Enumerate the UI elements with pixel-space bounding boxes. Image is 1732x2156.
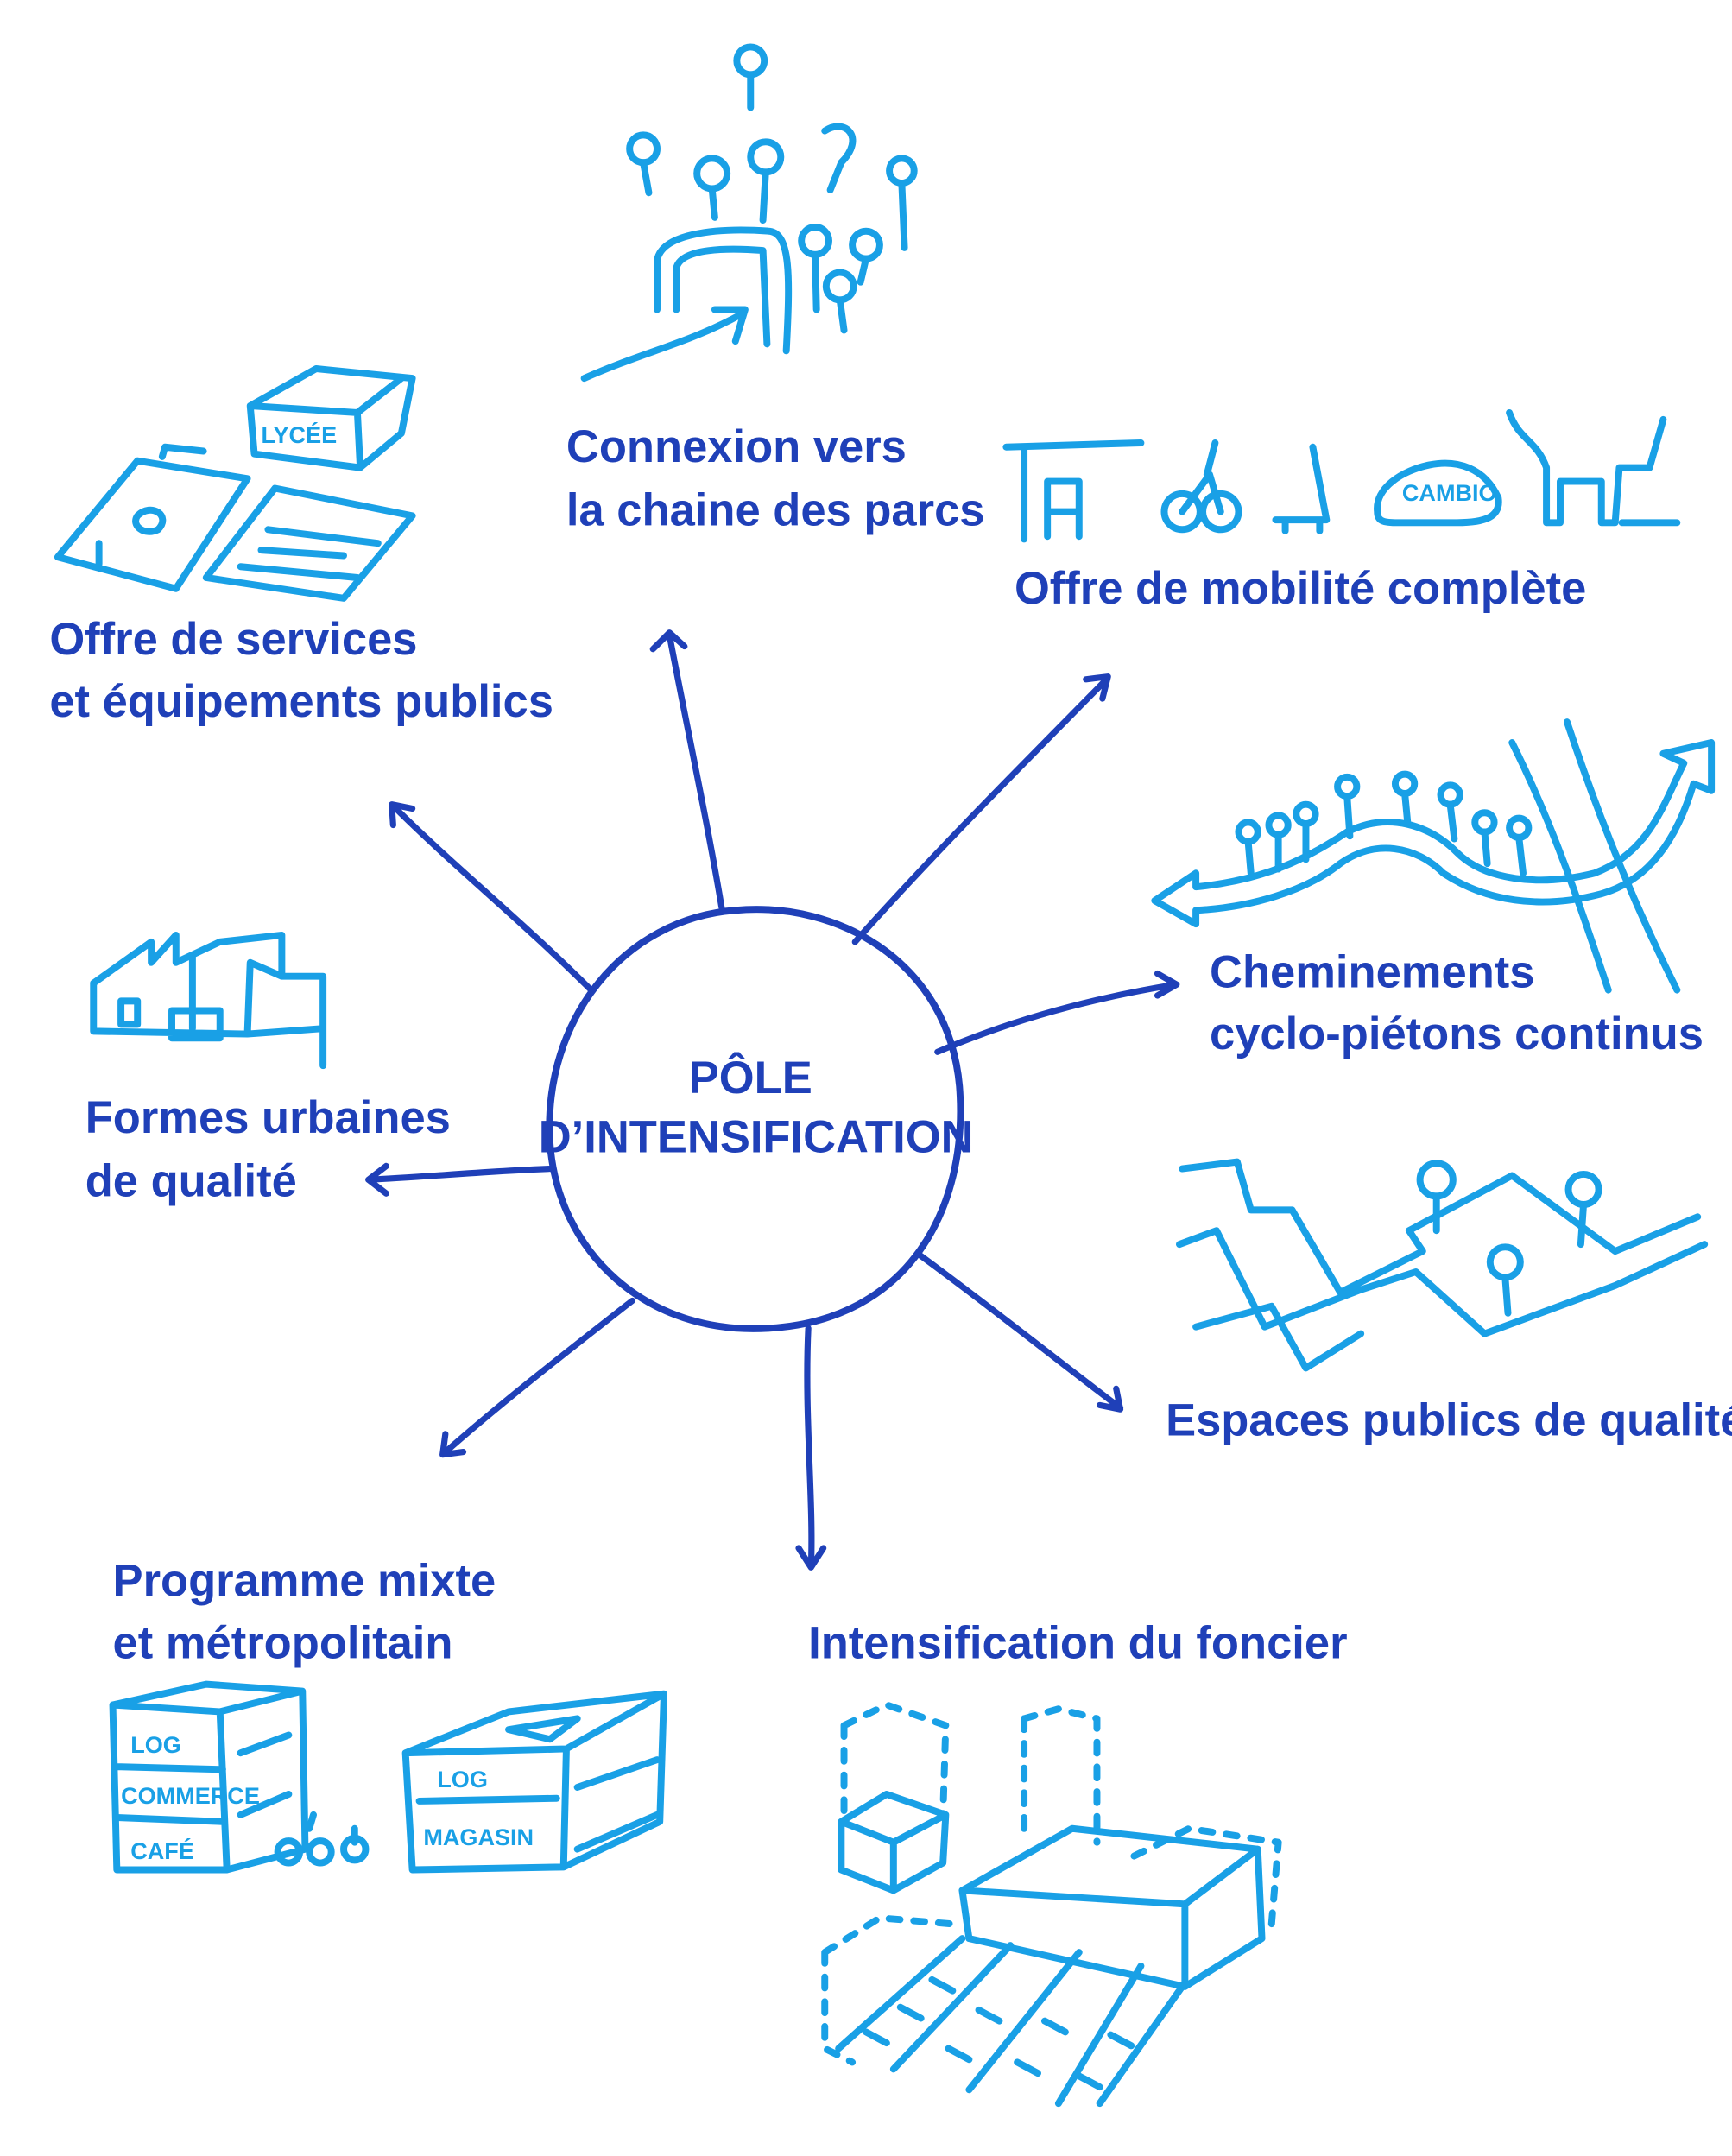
branch-labels: Connexion vers la chaine des parcs Offre… (49, 421, 1732, 1668)
sketch-paths (1151, 718, 1716, 994)
arrow-cheminements (934, 970, 1180, 1055)
arrow-programme (439, 1297, 635, 1458)
sketch-text-cambio: CAMBIO (1402, 480, 1497, 506)
sketch-services: LYCÉE (54, 365, 416, 602)
sketch-text-lycee: LYCÉE (261, 421, 337, 448)
sketch-land-intensification (821, 1701, 1282, 2108)
label-formes-2: de qualité (85, 1155, 297, 1206)
arrow-mobilite (851, 673, 1111, 945)
sketch-urban-forms (90, 931, 327, 1070)
sketch-text-log2: LOG (437, 1767, 488, 1792)
arrow-connexion (649, 629, 725, 911)
sketch-mobility: CAMBIO (1002, 408, 1681, 543)
label-connexion-2: la chaine des parcs (566, 484, 985, 535)
label-connexion-1: Connexion vers (566, 421, 907, 472)
center-node: PÔLE D’INTENSIFICATION (539, 906, 974, 1332)
center-circle (546, 906, 964, 1332)
arrow-services (389, 801, 595, 994)
label-cheminements-1: Cheminements (1210, 946, 1534, 997)
arrow-formes (365, 1162, 553, 1197)
sketch-text-commerce: COMMERCE (121, 1783, 260, 1809)
sketch-text-cafe: CAFÉ (130, 1837, 194, 1864)
label-foncier: Intensification du foncier (808, 1617, 1347, 1668)
label-formes-1: Formes urbaines (85, 1092, 451, 1143)
label-services-1: Offre de services (49, 614, 417, 665)
center-title-line2: D’INTENSIFICATION (539, 1111, 974, 1162)
label-services-2: et équipements publics (49, 676, 553, 727)
sketch-text-log1: LOG (130, 1732, 181, 1758)
sketch-connexion-parks (580, 43, 918, 383)
sketch-mixed-program: LOG COMMERCE CAFÉ LOG MAGASIN (109, 1680, 667, 1874)
label-espaces: Espaces publics de qualité (1166, 1394, 1732, 1445)
label-programme-1: Programme mixte (113, 1556, 496, 1607)
label-programme-2: et métropolitain (113, 1617, 453, 1668)
arrow-espaces (914, 1250, 1124, 1413)
label-cheminements-2: cyclo-piétons continus (1210, 1008, 1704, 1059)
center-title-line1: PÔLE (689, 1053, 812, 1103)
sketch-public-spaces (1176, 1158, 1709, 1372)
arrow-foncier (795, 1325, 827, 1571)
sketch-text-magasin: MAGASIN (423, 1824, 534, 1850)
label-mobilite: Offre de mobilité complète (1015, 563, 1586, 614)
arrows (365, 629, 1180, 1571)
